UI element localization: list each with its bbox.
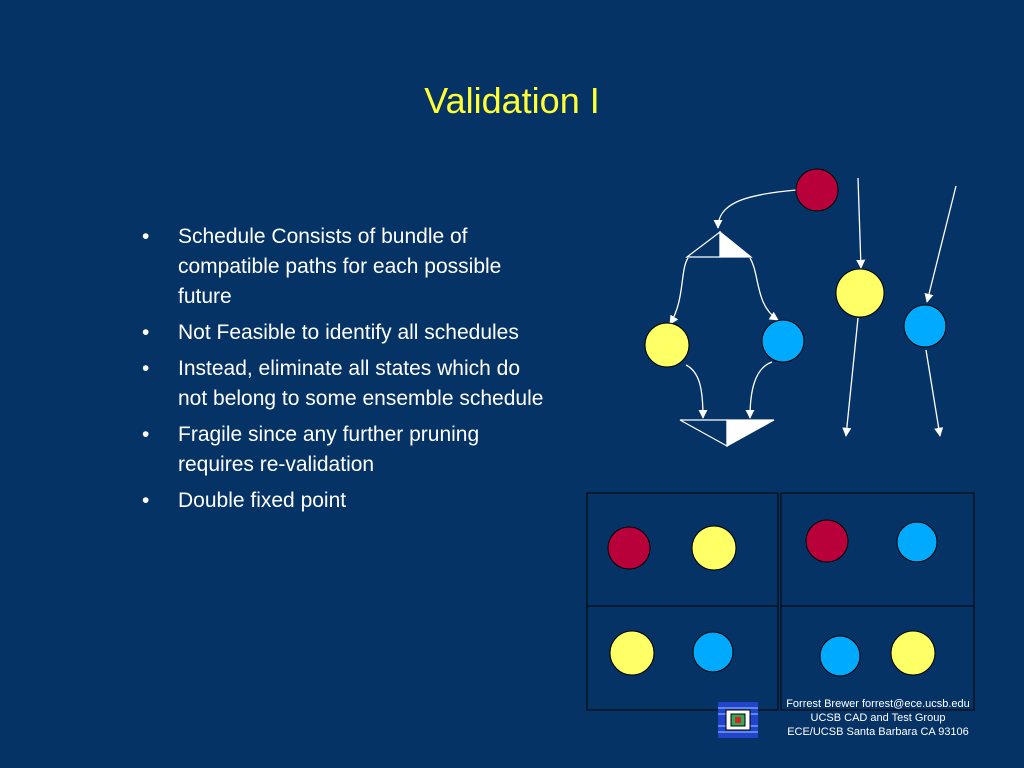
node-yellow-left <box>644 322 690 368</box>
grid-node-yellow <box>890 630 936 676</box>
bullet-item: • Not Feasible to identify all schedules <box>140 318 550 348</box>
bullet-list: • Schedule Consists of bundle of compatib… <box>140 222 550 522</box>
edge-yellow-out <box>842 317 859 437</box>
fork-node <box>685 230 753 258</box>
bullet-glyph: • <box>142 225 150 248</box>
footer-group: UCSB CAD and Test Group <box>810 712 946 724</box>
page-title: Validation I <box>424 80 600 121</box>
edge-blue-to-join <box>745 361 773 419</box>
node-red <box>795 168 839 212</box>
join-node <box>679 419 775 448</box>
bullet-item: • Instead, eliminate all states which do … <box>140 354 550 414</box>
edge-blue-out <box>925 349 944 437</box>
node-yellow-right <box>835 268 885 318</box>
schedule-grid <box>586 492 975 711</box>
bullet-text: Double fixed point <box>178 489 347 512</box>
bullet-text: Instead, eliminate all states which do n… <box>178 357 544 410</box>
grid-node-blue <box>692 631 734 673</box>
footer: Forrest Brewer forrest@ece.ucsb.edu UCSB… <box>760 697 996 739</box>
grid-node-yellow <box>691 525 737 571</box>
bullet-item: • Fragile since any further pruning requi… <box>140 420 550 480</box>
edge-fork-to-yellow <box>669 257 689 325</box>
grid-node-yellow <box>609 630 655 676</box>
grid-node-red <box>805 519 849 563</box>
node-blue-center <box>761 319 805 363</box>
footer-address: ECE/UCSB Santa Barbara CA 93106 <box>787 726 969 738</box>
footer-author: Forrest Brewer forrest@ece.ucsb.edu <box>786 698 970 710</box>
grid-node-red <box>607 526 651 570</box>
edge-in-to-yellow <box>856 177 866 269</box>
bullet-glyph: • <box>142 489 150 512</box>
grid-node-blue <box>896 521 938 563</box>
edge-yellow-to-join <box>685 364 708 419</box>
bullet-text: Fragile since any further pruning requir… <box>178 423 480 476</box>
bullet-text: Schedule Consists of bundle of compatibl… <box>178 225 502 308</box>
edge-in-to-blue <box>924 185 957 303</box>
bullet-glyph: • <box>142 357 150 380</box>
ucsb-logo-icon <box>718 702 758 738</box>
bullet-text: Not Feasible to identify all schedules <box>178 321 519 344</box>
node-blue-right <box>903 304 947 348</box>
grid-node-blue <box>819 635 861 677</box>
bullet-glyph: • <box>142 321 150 344</box>
edge-red-to-fork <box>713 189 797 229</box>
bullet-item: • Double fixed point <box>140 486 550 516</box>
bullet-glyph: • <box>142 423 150 446</box>
edge-fork-to-blue <box>749 257 779 321</box>
bullet-item: • Schedule Consists of bundle of compatib… <box>140 222 550 312</box>
